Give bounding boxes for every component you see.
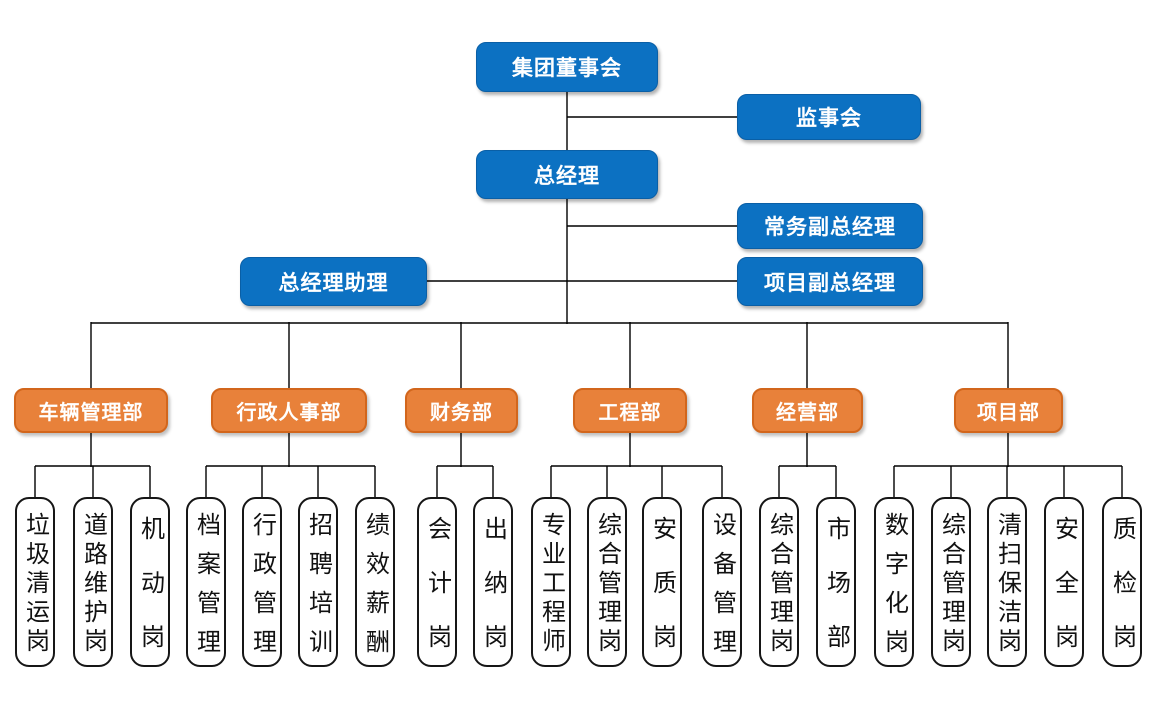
dept-operations: 经营部	[752, 388, 863, 433]
dept-vehicle-management: 车辆管理部	[14, 388, 168, 433]
dept-finance: 财务部	[405, 388, 518, 433]
node-board-of-directors: 集团董事会	[476, 42, 658, 92]
position-box: 综合管理岗	[587, 497, 627, 667]
position-box: 市场部	[816, 497, 856, 678]
position-box: 专业工程师	[531, 497, 571, 667]
position-box: 招聘培训	[298, 497, 338, 668]
position-box: 清扫保洁岗	[987, 497, 1027, 667]
dept-project: 项目部	[954, 388, 1063, 433]
dept-engineering: 工程部	[573, 388, 687, 433]
node-gm-assistant: 总经理助理	[240, 257, 427, 306]
node-executive-deputy-gm: 常务副总经理	[737, 203, 923, 249]
dept-admin-hr: 行政人事部	[211, 388, 367, 433]
position-box: 设备管理	[702, 497, 742, 668]
position-box: 行政管理	[242, 497, 282, 668]
position-box: 机动岗	[130, 497, 170, 678]
position-box: 综合管理岗	[931, 497, 971, 667]
position-box: 垃圾清运岗	[15, 497, 55, 667]
position-box: 会计岗	[417, 497, 457, 678]
node-project-deputy-gm: 项目副总经理	[737, 257, 923, 306]
position-box: 安全岗	[1044, 497, 1084, 678]
node-general-manager: 总经理	[476, 150, 658, 199]
position-box: 质检岗	[1102, 497, 1142, 678]
position-box: 绩效薪酬	[355, 497, 395, 668]
position-box: 档案管理	[186, 497, 226, 668]
position-box: 数字化岗	[874, 497, 914, 668]
node-supervisory-board: 监事会	[737, 94, 921, 140]
position-box: 出纳岗	[473, 497, 513, 678]
position-box: 综合管理岗	[759, 497, 799, 667]
position-box: 安质岗	[642, 497, 682, 678]
position-box: 道路维护岗	[73, 497, 113, 667]
